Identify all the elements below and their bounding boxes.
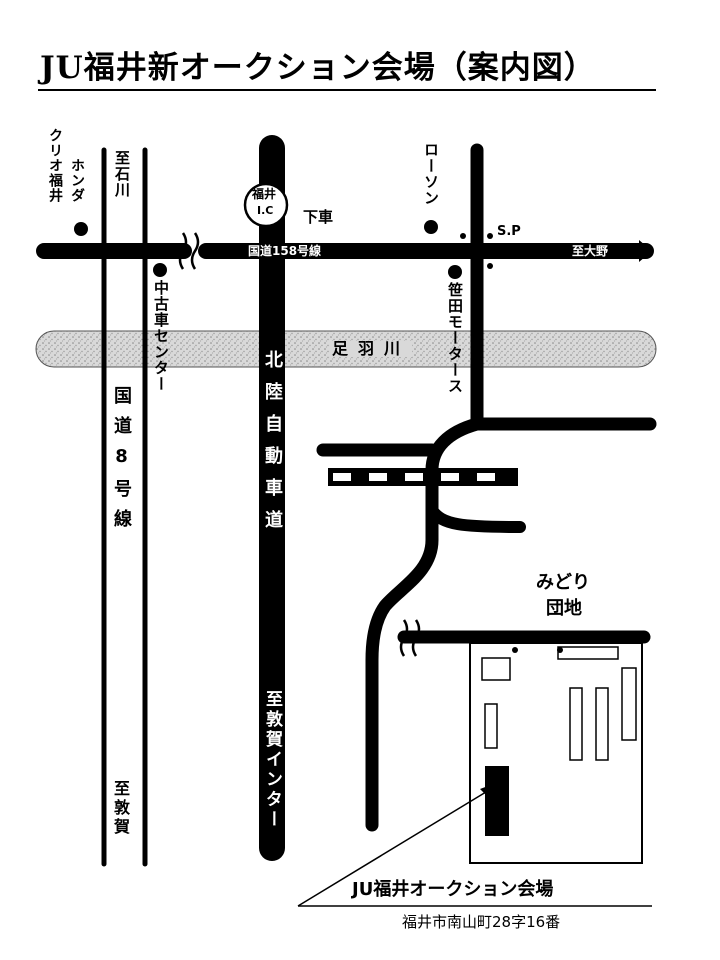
fukui-ic-label-top: 福井 — [252, 187, 277, 201]
railway — [328, 468, 518, 486]
to-ono-label: 至大野 — [572, 244, 609, 258]
page-title: JU福井新オークション会場（案内図） — [40, 50, 596, 86]
exit-here-label: 下車 — [303, 208, 334, 226]
honda-label: ホンダ — [69, 158, 85, 203]
winding-road — [365, 417, 484, 832]
river-label: 足羽川 — [330, 339, 413, 358]
fukui-ic-label-bottom: I.C — [257, 204, 274, 217]
midori-road-break-mark — [399, 619, 421, 657]
lawson-label: ローソン — [422, 142, 440, 206]
auction-venue-compound — [469, 642, 643, 864]
auction-hall-building — [485, 766, 509, 836]
to-ishikawa-label: 至石川 — [113, 150, 131, 198]
venue-leader-line — [297, 786, 652, 907]
danchi-label: 団地 — [546, 598, 582, 619]
to-tsuruga-label: 至敦賀 — [111, 780, 130, 837]
venue-name: JU福井オークション会場 — [352, 879, 554, 900]
title-underline — [38, 89, 656, 91]
sasada-marker — [448, 265, 462, 279]
rail-side-branch-road — [426, 504, 526, 533]
route-158-label: 国道158号線 — [248, 244, 322, 258]
sp-marker-3 — [487, 263, 493, 269]
kurio-fukui-label: クリオ福井 — [47, 128, 63, 203]
route-158-break-mark — [178, 232, 200, 270]
midori-label: みどり — [536, 572, 590, 593]
route-8-road — [101, 147, 148, 867]
sp-marker-2 — [487, 233, 493, 239]
venue-address: 福井市南山町28字16番 — [402, 913, 561, 931]
sasada-motors-label: 笹田モータース — [446, 282, 464, 394]
route-158-road — [36, 240, 654, 262]
fukui-ic-marker — [243, 182, 289, 228]
honda-marker — [74, 222, 88, 236]
expressway-label: 北陸自動車道 — [262, 350, 283, 542]
sp-marker-1 — [460, 233, 466, 239]
sp-label: S.P — [497, 224, 521, 239]
used-car-center-label: 中古車センター — [152, 280, 170, 392]
used-car-center-marker — [153, 263, 167, 277]
route-8-label: 国道8号線 — [111, 386, 132, 539]
lawson-marker — [424, 220, 438, 234]
to-tsuruga-ic-label: 至敦賀インター — [262, 690, 282, 830]
